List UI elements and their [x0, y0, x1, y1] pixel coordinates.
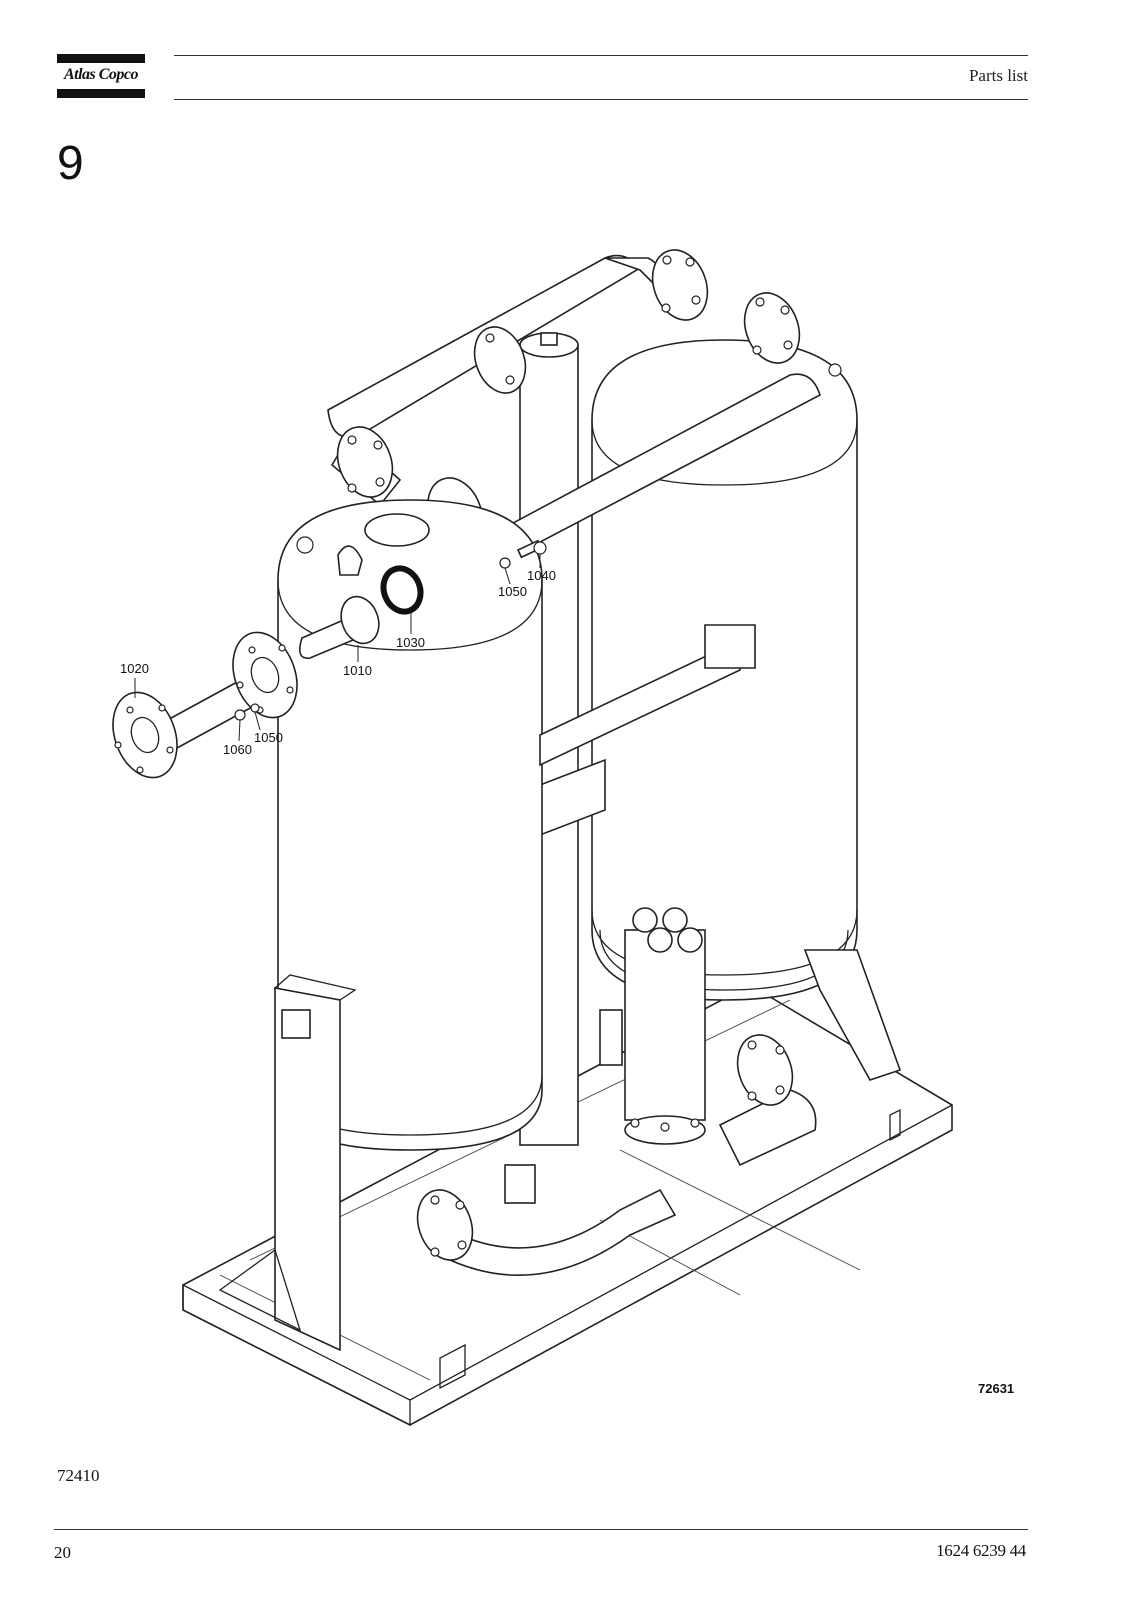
front-post: [218, 974, 357, 1352]
parts-drawing: 1020 1010 1030 1040 1050 1050 1060: [100, 230, 1050, 1430]
callouts: 1020 1010 1030 1040 1050 1050 1060: [120, 554, 556, 757]
page-number: 20: [54, 1543, 71, 1562]
callout-1050-top: 1050: [498, 584, 527, 599]
silencer-stack: [624, 907, 706, 1145]
gasket: [380, 565, 424, 615]
atlas-copco-logo: Atlas Copco: [57, 54, 145, 98]
section-number: 9: [57, 137, 84, 190]
inlet-stub: [299, 595, 380, 659]
header-top-rule: [174, 55, 1028, 56]
pipe-spool: [112, 631, 298, 779]
illustration-reference: 72631: [978, 1381, 1015, 1396]
callout-1050-spool: 1050: [254, 730, 283, 745]
document-number: 1624 6239 44: [936, 1541, 1026, 1560]
logo-wordmark: Atlas Copco: [63, 66, 139, 83]
bottom-piping: [416, 1009, 817, 1276]
figure-code: 72410: [57, 1466, 100, 1485]
dryer-assembly-illustration: 1020 1010 1030 1040 1050 1050 1060: [112, 249, 953, 1427]
callout-1060: 1060: [223, 742, 252, 757]
logo-top-bar: [57, 54, 145, 63]
support-bracket: [539, 624, 756, 767]
bolt-and-washer: [499, 539, 547, 569]
footer-rule: [54, 1529, 1028, 1530]
page-title: Parts list: [968, 66, 1028, 85]
callout-1010: 1010: [343, 663, 372, 678]
callout-1040: 1040: [527, 568, 556, 583]
callout-1030: 1030: [396, 635, 425, 650]
logo-bottom-bar: [57, 89, 145, 98]
callout-1020: 1020: [120, 661, 149, 676]
header-bottom-rule: [174, 99, 1028, 100]
